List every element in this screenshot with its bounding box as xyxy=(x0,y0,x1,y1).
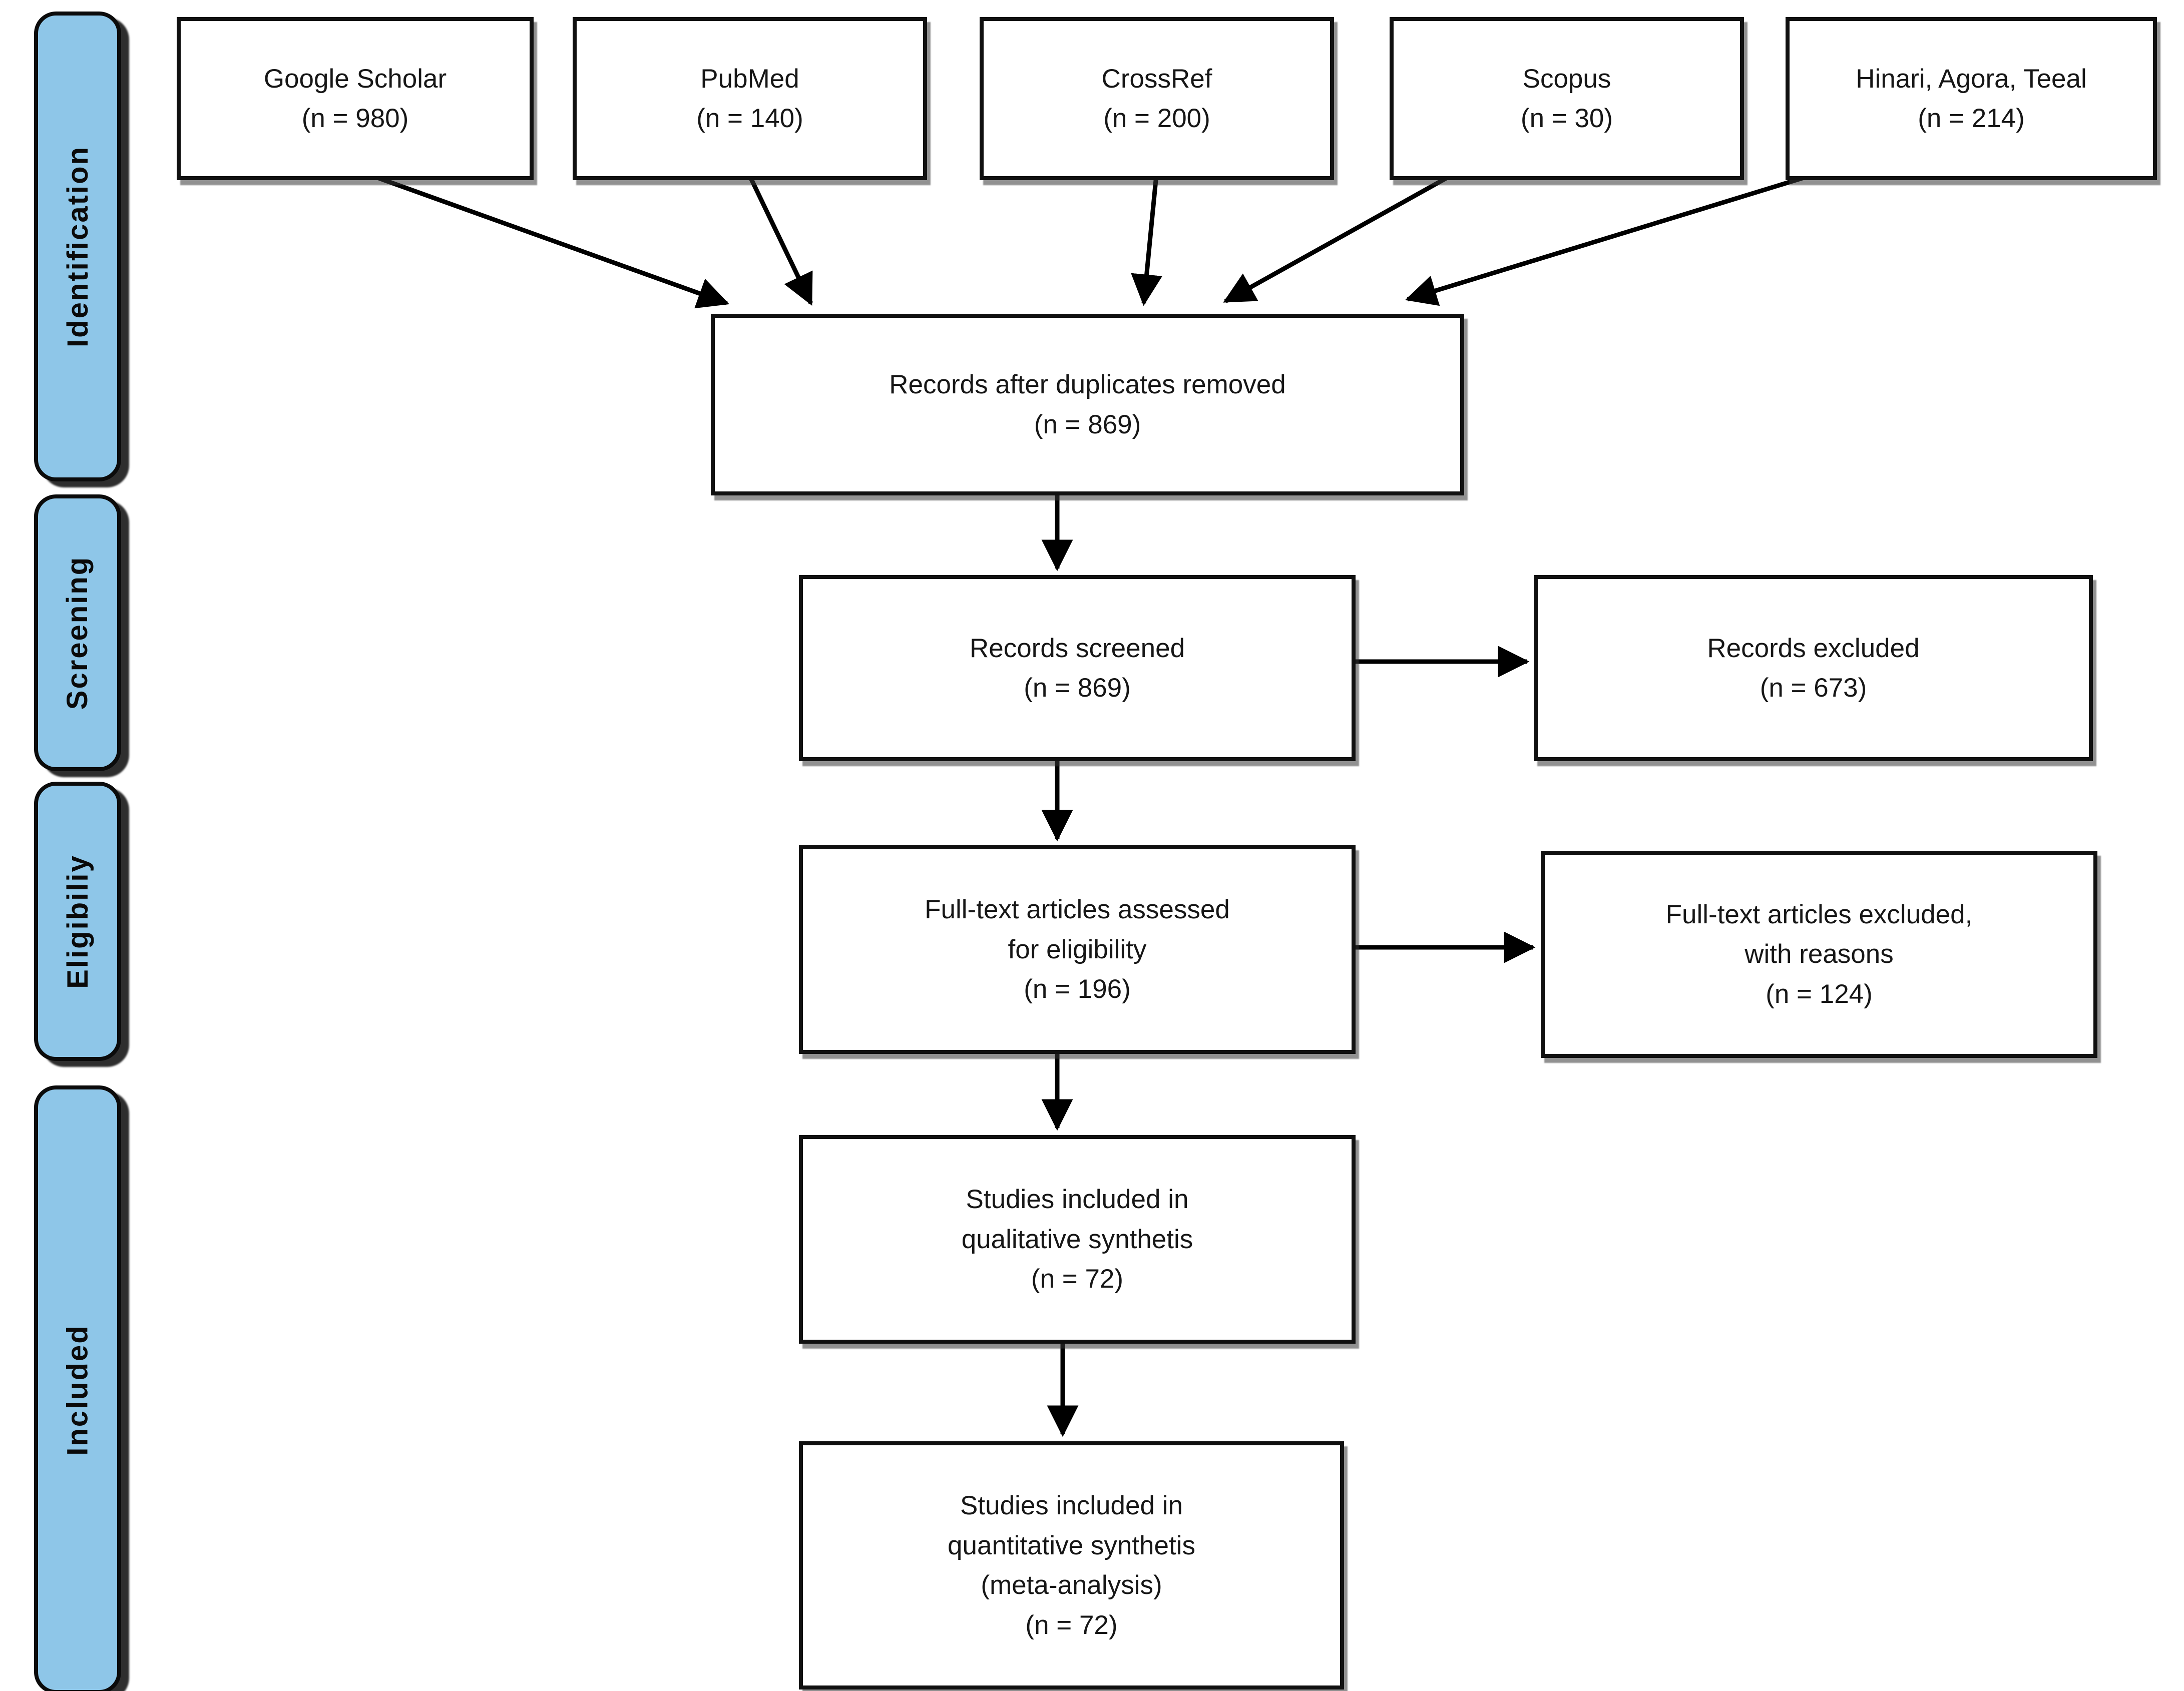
source-box-hinari-agora-teeal: Hinari, Agora, Teeal (n = 214) xyxy=(1786,17,2157,180)
stage-included: Included xyxy=(34,1085,121,1691)
node-count: (n = 72) xyxy=(1031,1264,1124,1294)
node-line: qualitative synthetis xyxy=(961,1224,1193,1254)
node-duplicates-removed: Records after duplicates removed (n = 86… xyxy=(711,314,1464,495)
node-count: (n = 869) xyxy=(1024,673,1131,703)
node-records-excluded: Records excluded (n = 673) xyxy=(1534,575,2093,761)
node-count: (n = 72) xyxy=(1025,1610,1118,1640)
node-line: Full-text articles excluded, xyxy=(1665,899,1973,929)
node-line: Full-text articles assessed xyxy=(925,895,1230,925)
node-line: Records screened xyxy=(969,633,1185,663)
source-name: Hinari, Agora, Teeal xyxy=(1856,64,2087,94)
source-name: Google Scholar xyxy=(263,64,447,94)
node-line: Studies included in xyxy=(966,1185,1189,1215)
node-fulltext-assessed: Full-text articles assessed for eligibil… xyxy=(799,845,1356,1054)
node-count: (n = 673) xyxy=(1760,673,1867,703)
arrow-scopus-to-duplicates xyxy=(1223,173,1453,303)
arrow-hinari-to-duplicates xyxy=(1405,173,1813,306)
stage-screening: Screening xyxy=(34,494,121,771)
source-count: (n = 200) xyxy=(1103,104,1210,133)
arrow-google-scholar-to-duplicates xyxy=(369,173,730,309)
source-box-crossref: CrossRef (n = 200) xyxy=(980,17,1334,180)
source-box-google-scholar: Google Scholar (n = 980) xyxy=(177,17,534,180)
stage-identification: Identification xyxy=(34,12,121,481)
stage-eligibility-label: Eligibiliy xyxy=(61,854,94,989)
arrow-crossref-to-duplicates xyxy=(1131,175,1162,306)
node-line: Records after duplicates removed xyxy=(889,370,1286,399)
source-box-pubmed: PubMed (n = 140) xyxy=(573,17,927,180)
source-name: PubMed xyxy=(700,64,799,94)
node-records-screened: Records screened (n = 869) xyxy=(799,575,1356,761)
node-fulltext-excluded: Full-text articles excluded, with reason… xyxy=(1541,851,2097,1058)
stage-eligibility: Eligibiliy xyxy=(34,782,121,1061)
node-line: (meta-analysis) xyxy=(981,1570,1162,1600)
arrow-pubmed-to-duplicates xyxy=(747,174,813,306)
source-count: (n = 30) xyxy=(1520,104,1613,133)
source-name: CrossRef xyxy=(1101,64,1212,94)
source-count: (n = 214) xyxy=(1918,104,2025,133)
node-line: Studies included in xyxy=(960,1491,1183,1520)
node-quantitative-synthesis: Studies included in quantitative synthet… xyxy=(799,1441,1344,1689)
source-name: Scopus xyxy=(1522,64,1611,94)
node-count: (n = 124) xyxy=(1766,979,1873,1009)
node-line: with reasons xyxy=(1744,939,1894,969)
node-count: (n = 869) xyxy=(1034,409,1141,439)
source-box-scopus: Scopus (n = 30) xyxy=(1390,17,1744,180)
node-count: (n = 196) xyxy=(1024,974,1131,1004)
stage-screening-label: Screening xyxy=(61,555,94,710)
stage-included-label: Included xyxy=(61,1324,94,1456)
source-count: (n = 140) xyxy=(696,104,803,133)
node-line: for eligibility xyxy=(1008,934,1147,964)
stage-identification-label: Identification xyxy=(61,146,94,347)
node-line: quantitative synthetis xyxy=(948,1530,1195,1560)
source-count: (n = 980) xyxy=(301,104,409,133)
node-line: Records excluded xyxy=(1707,633,1920,663)
node-qualitative-synthesis: Studies included in qualitative syntheti… xyxy=(799,1135,1356,1344)
